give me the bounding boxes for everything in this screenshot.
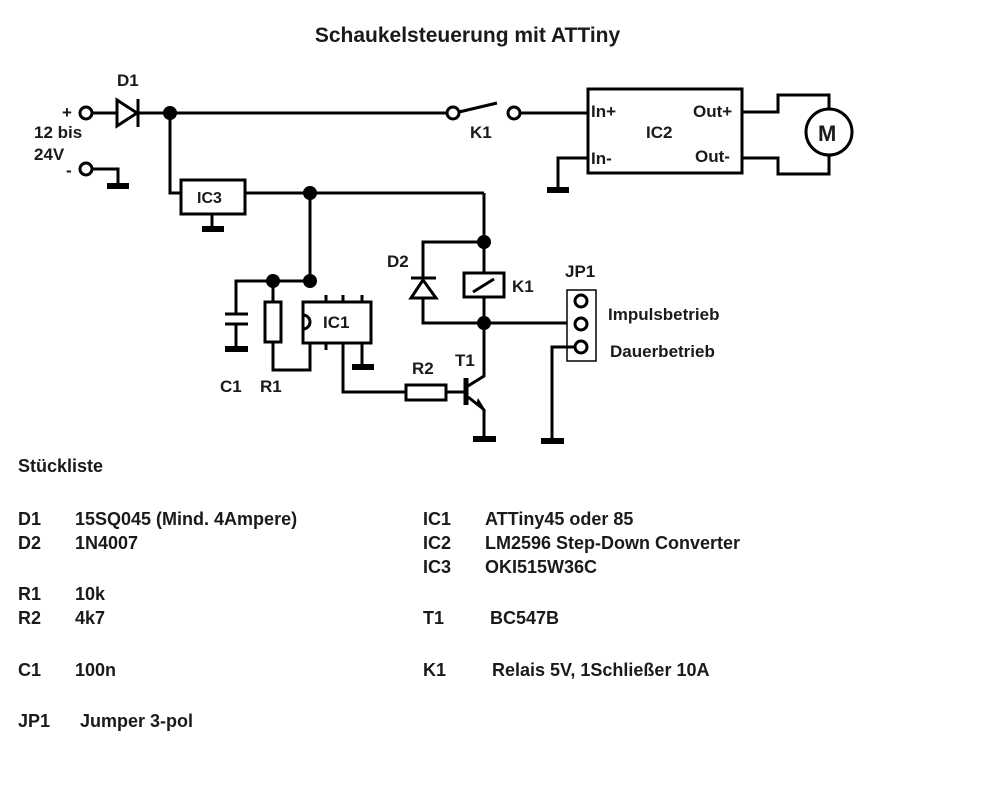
r2-body: [404, 383, 448, 402]
page-title: Schaukelsteuerung mit ATTiny: [314, 24, 621, 47]
bom-ref: JP1: [18, 711, 51, 731]
bom-row: IC3 OKI515W36C: [423, 556, 597, 578]
switch-contact: [506, 105, 522, 121]
bom-value: 1N4007: [75, 533, 139, 553]
d1-label: D1: [117, 71, 139, 90]
bom-ref: R1: [18, 584, 42, 604]
jp1-pin-3: [573, 339, 589, 355]
motor: M: [742, 93, 854, 176]
bom-value: OKI515W36C: [485, 557, 598, 577]
ic2-label: IC2: [646, 123, 672, 142]
t1-label: T1: [455, 351, 475, 370]
ic1-box: [301, 300, 373, 345]
bom-value: Jumper 3-pol: [80, 711, 194, 731]
k1-coil-label: K1: [512, 277, 534, 296]
bom-value: 15SQ045 (Mind. 4Ampere): [75, 509, 298, 529]
r2-label: R2: [412, 359, 434, 378]
jp1-mode-dauer: Dauerbetrieb: [610, 342, 715, 361]
k1-switch-label: K1: [470, 123, 492, 142]
d1-anode-triangle: [115, 97, 140, 129]
minus-label: -: [66, 161, 72, 180]
bom-ref: K1: [423, 660, 447, 680]
minus-terminal: [78, 161, 94, 177]
bom-row: IC1 ATTiny45 oder 85: [423, 508, 633, 530]
motor-circle: [804, 107, 854, 157]
transistor-t1: T1: [455, 323, 496, 442]
resistor-r2: R2: [404, 359, 464, 402]
bom-ref: T1: [423, 608, 445, 628]
d2-triangle: [408, 277, 439, 300]
bom-value: 10k: [75, 584, 106, 604]
bom-row: R1 10k: [18, 583, 105, 605]
jp1-pin-2: [573, 316, 589, 332]
bom-ref: D2: [18, 533, 42, 553]
wire: [92, 167, 120, 186]
bom-value: LM2596 Step-Down Converter: [485, 533, 741, 553]
ic2-in-plus: In+: [591, 102, 616, 121]
switch-blade: [458, 101, 498, 114]
ic2-in-minus: In-: [591, 149, 612, 168]
switch-contact: [445, 105, 461, 121]
relay-coil-k1: K1: [462, 242, 534, 323]
diode-d2: D2: [387, 240, 484, 325]
bom-row: T1 BC547B: [423, 607, 559, 629]
supply-input: + 12 bis 24V -: [34, 103, 129, 189]
bom-row: R2 4k7: [18, 607, 105, 629]
ic2-box: [586, 87, 744, 175]
bom-value: 4k7: [75, 608, 106, 628]
jp1-label: JP1: [565, 262, 595, 281]
bom-row: D2 1N4007: [18, 532, 138, 554]
capacitor-c1: C1: [220, 279, 310, 396]
jumper-jp1: JP1 Impulsbetrieb Dauerbetrieb: [541, 262, 719, 444]
c1-label: C1: [220, 377, 242, 396]
ic2-out-plus: Out+: [693, 102, 732, 121]
bom-ref: IC3: [423, 557, 452, 577]
motor-label: M: [818, 121, 836, 146]
bom-row: D1 15SQ045 (Mind. 4Ampere): [18, 508, 297, 530]
ic3-label: IC3: [197, 190, 222, 207]
bom-row: IC2 LM2596 Step-Down Converter: [423, 532, 740, 554]
bom-ref: C1: [18, 660, 42, 680]
ic2-out-minus: Out-: [695, 147, 730, 166]
ic1-notch: [302, 313, 312, 331]
bom-value: Relais 5V, 1Schließer 10A: [492, 660, 710, 680]
bom-ref: IC2: [423, 533, 452, 553]
bom-value: 100n: [75, 660, 117, 680]
r1-label: R1: [260, 377, 282, 396]
wire: [168, 113, 181, 195]
bom-ref: IC1: [423, 509, 452, 529]
jp1-pin-1: [573, 293, 589, 309]
bom-row: JP1 Jumper 3-pol: [18, 710, 193, 732]
plus-label: +: [62, 103, 72, 122]
ic3-regulator: IC3: [179, 178, 247, 232]
supply-voltage-line1: 12 bis: [34, 123, 82, 142]
diode-d1: D1: [92, 71, 170, 129]
d2-label: D2: [387, 252, 409, 271]
relay-switch-k1: K1: [445, 101, 588, 142]
bom-ref: D1: [18, 509, 42, 529]
bom-ref: R2: [18, 608, 42, 628]
t1-emitter-arrow: [476, 398, 486, 411]
bom-value: BC547B: [490, 608, 560, 628]
ic1-label: IC1: [323, 313, 349, 332]
ic2-step-down-converter: In+ In- IC2 Out+ Out-: [547, 87, 744, 193]
r1-body: [263, 300, 283, 344]
resistor-r1: R1: [260, 281, 312, 396]
bom-value: ATTiny45 oder 85: [485, 509, 634, 529]
supply-voltage-line2: 24V: [34, 145, 65, 164]
ic1-attiny: IC1: [301, 295, 406, 394]
jp1-mode-impuls: Impulsbetrieb: [608, 305, 719, 324]
junction-dot: [303, 274, 317, 288]
bom-heading: Stückliste: [18, 456, 104, 476]
bom-row: K1 Relais 5V, 1Schließer 10A: [423, 659, 709, 681]
plus-terminal: [78, 105, 94, 121]
bom-row: C1 100n: [18, 659, 116, 681]
